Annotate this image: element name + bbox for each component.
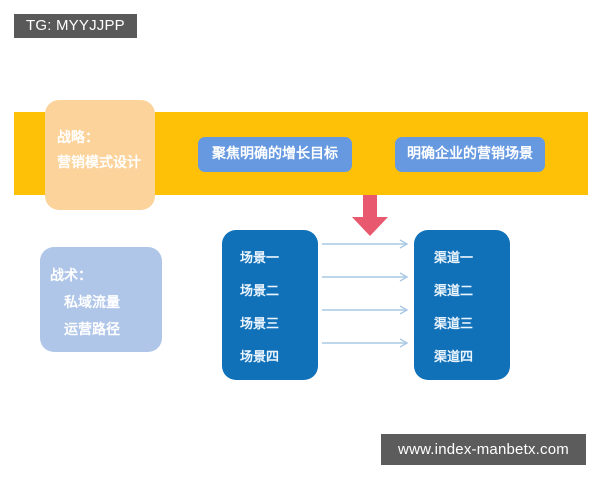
scenario-item-3[interactable]: 场景三 xyxy=(240,317,280,332)
down-arrow-icon xyxy=(351,195,389,237)
strategy-item-growth-goal[interactable]: 聚焦明确的增长目标 xyxy=(198,137,352,172)
channel-item-4[interactable]: 渠道四 xyxy=(434,350,474,365)
connector-arrows xyxy=(322,236,416,376)
strategy-label-box: 战略： 营销模式设计 xyxy=(45,100,155,210)
tg-tag: TG: MYYJJPP xyxy=(14,14,137,38)
channels-column: 渠道一 渠道二 渠道三 渠道四 xyxy=(414,230,510,380)
scenario-item-4[interactable]: 场景四 xyxy=(240,350,280,365)
tactics-line3: 运营路径 xyxy=(64,322,120,338)
tactics-line2: 私域流量 xyxy=(64,295,120,311)
channel-item-1[interactable]: 渠道一 xyxy=(434,251,474,266)
strategy-item-marketing-scene[interactable]: 明确企业的营销场景 xyxy=(395,137,545,172)
scenarios-column: 场景一 场景二 场景三 场景四 xyxy=(222,230,318,380)
channel-item-2[interactable]: 渠道二 xyxy=(434,284,474,299)
watermark-url: www.index-manbetx.com xyxy=(381,434,586,465)
tactics-label-box: 战术： 私域流量 运营路径 xyxy=(40,247,162,352)
strategy-title-line2: 营销模式设计 xyxy=(57,155,141,171)
scenario-item-1[interactable]: 场景一 xyxy=(240,251,280,266)
strategy-title-line1: 战略： xyxy=(57,130,99,146)
channel-item-3[interactable]: 渠道三 xyxy=(434,317,474,332)
tactics-title: 战术： xyxy=(50,268,92,284)
scenario-item-2[interactable]: 场景二 xyxy=(240,284,280,299)
